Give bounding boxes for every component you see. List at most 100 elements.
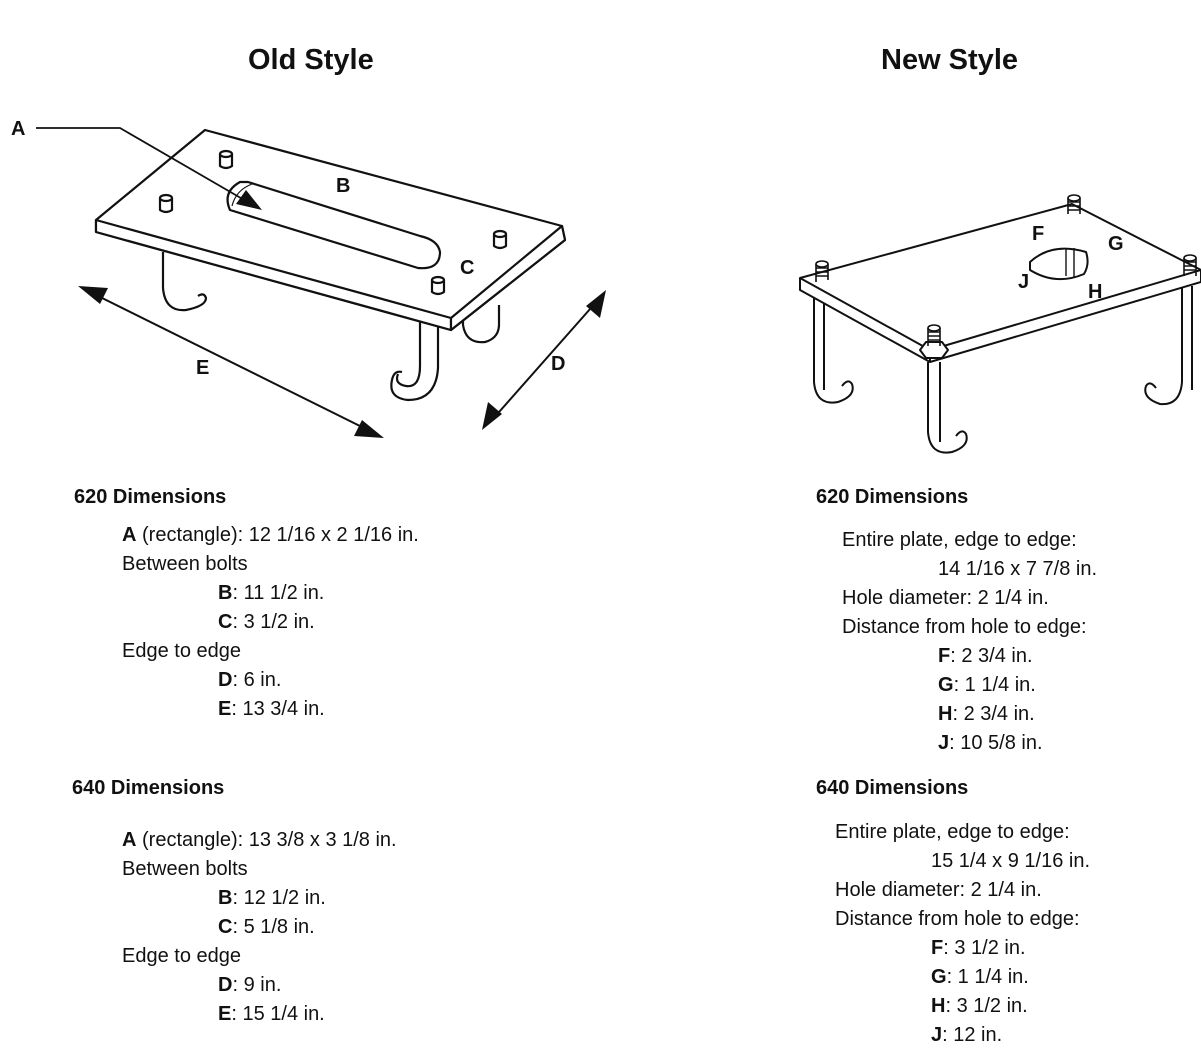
new-style-diagram: F G J H <box>799 194 1201 454</box>
new-620-list: Entire plate, edge to edge: 14 1/16 x 7 … <box>842 526 1097 758</box>
old-label-c: C <box>460 257 474 279</box>
new-620-j-row: J: 10 5/8 in. <box>842 729 1097 758</box>
new-620-distance: Distance from hole to edge: <box>842 616 1087 638</box>
new-620-entire-plate: Entire plate, edge to edge: <box>842 529 1077 551</box>
new-640-hole-diameter: Hole diameter: 2 1/4 in. <box>835 879 1042 901</box>
old-620-list: A (rectangle): 12 1/16 x 2 1/16 in. Betw… <box>122 521 419 724</box>
new-label-g: G <box>1108 233 1124 255</box>
old-620-a-value: (rectangle): 12 1/16 x 2 1/16 in. <box>136 524 419 546</box>
new-640-g-key: G <box>931 966 947 988</box>
old-640-between-bolts: Between bolts <box>122 858 248 880</box>
old-620-b-key: B <box>218 582 233 604</box>
old-640-e-row: E: 15 1/4 in. <box>122 1000 397 1029</box>
old-620-d-value: : 6 in. <box>232 669 282 691</box>
new-620-h-key: H <box>938 703 953 725</box>
new-plate-top <box>799 203 1201 363</box>
new-hole <box>1029 247 1089 281</box>
old-style-title: Old Style <box>248 44 374 76</box>
new-label-f: F <box>1032 223 1044 245</box>
old-620-c-value: : 3 1/2 in. <box>232 611 315 633</box>
new-640-f-row: F: 3 1/2 in. <box>835 934 1090 963</box>
old-slot <box>226 180 442 270</box>
old-left-back-hook <box>161 252 208 312</box>
new-620-f-key: F <box>938 645 951 667</box>
new-620-j-key: J <box>938 732 950 754</box>
new-620-g-row: G: 1 1/4 in. <box>842 671 1097 700</box>
new-640-list: Entire plate, edge to edge: 15 1/4 x 9 1… <box>835 818 1090 1050</box>
old-640-a-row: A (rectangle): 13 3/8 x 3 1/8 in. <box>122 826 397 855</box>
old-620-d-key: D <box>218 669 233 691</box>
old-620-e-value: : 13 3/4 in. <box>231 698 325 720</box>
old-640-heading: 640 Dimensions <box>72 777 225 799</box>
new-640-h-value: : 3 1/2 in. <box>945 995 1028 1017</box>
new-620-f-value: : 2 3/4 in. <box>950 645 1033 667</box>
new-620-h-row: H: 2 3/4 in. <box>842 700 1097 729</box>
old-640-d-row: D: 9 in. <box>122 971 397 1000</box>
new-front-leg <box>927 362 968 454</box>
new-620-g-value: : 1 1/4 in. <box>953 674 1036 696</box>
old-right-back-hook <box>461 305 501 344</box>
old-640-c-row: C: 5 1/8 in. <box>122 913 397 942</box>
old-620-a-row: A (rectangle): 12 1/16 x 2 1/16 in. <box>122 521 419 550</box>
old-a-leader <box>36 127 259 209</box>
old-label-b: B <box>336 175 350 197</box>
old-620-between-bolts: Between bolts <box>122 553 248 575</box>
new-threaded-bolts <box>815 194 1197 346</box>
new-640-j-row: J: 12 in. <box>835 1021 1090 1050</box>
old-620-b-value: : 11 1/2 in. <box>232 582 325 604</box>
old-620-e-row: E: 13 3/4 in. <box>122 695 419 724</box>
new-label-j: J <box>1018 271 1029 293</box>
new-640-g-value: : 1 1/4 in. <box>946 966 1029 988</box>
old-bolt-stubs <box>158 149 508 296</box>
new-640-plate-size: 15 1/4 x 9 1/16 in. <box>931 850 1091 872</box>
new-right-leg <box>1144 286 1193 406</box>
old-front-hook <box>390 322 440 402</box>
new-640-j-key: J <box>931 1024 943 1046</box>
old-640-list: A (rectangle): 13 3/8 x 3 1/8 in. Betwee… <box>122 826 397 1029</box>
old-style-diagram: A B C D E <box>11 118 606 438</box>
new-front-nut <box>919 341 949 359</box>
old-640-b-key: B <box>218 887 233 909</box>
old-label-d: D <box>551 353 565 375</box>
new-620-h-value: : 2 3/4 in. <box>952 703 1035 725</box>
old-d-arrowhead-bottom <box>482 402 502 430</box>
old-640-b-row: B: 12 1/2 in. <box>122 884 397 913</box>
new-620-j-value: : 10 5/8 in. <box>949 732 1043 754</box>
new-640-entire-plate: Entire plate, edge to edge: <box>835 821 1070 843</box>
old-640-b-value: : 12 1/2 in. <box>232 887 326 909</box>
old-e-arrow-line <box>89 291 373 433</box>
new-label-h: H <box>1088 281 1102 303</box>
old-620-c-row: C: 3 1/2 in. <box>122 608 419 637</box>
old-640-c-key: C <box>218 916 233 938</box>
old-620-c-key: C <box>218 611 233 633</box>
old-620-a-key: A <box>122 524 137 546</box>
new-style-title: New Style <box>881 44 1018 76</box>
old-640-e-key: E <box>218 1003 232 1025</box>
new-620-f-row: F: 2 3/4 in. <box>842 642 1097 671</box>
new-620-hole-diameter: Hole diameter: 2 1/4 in. <box>842 587 1049 609</box>
old-620-d-row: D: 6 in. <box>122 666 419 695</box>
old-640-edge-to-edge: Edge to edge <box>122 945 241 967</box>
old-d-arrow-line <box>491 299 599 421</box>
old-640-d-key: D <box>218 974 233 996</box>
old-e-arrowhead-right <box>354 420 384 438</box>
new-620-g-key: G <box>938 674 954 696</box>
new-640-f-key: F <box>931 937 944 959</box>
old-620-edge-to-edge: Edge to edge <box>122 640 241 662</box>
new-640-heading: 640 Dimensions <box>816 777 969 799</box>
new-620-plate-size: 14 1/16 x 7 7/8 in. <box>938 558 1098 580</box>
old-640-a-key: A <box>122 829 137 851</box>
old-620-b-row: B: 11 1/2 in. <box>122 579 419 608</box>
old-e-arrowhead-left <box>78 286 108 304</box>
old-620-heading: 620 Dimensions <box>74 486 227 508</box>
new-640-distance: Distance from hole to edge: <box>835 908 1080 930</box>
old-label-e: E <box>196 357 209 379</box>
old-640-d-value: : 9 in. <box>232 974 282 996</box>
old-label-a: A <box>11 118 25 140</box>
old-640-a-value: (rectangle): 13 3/8 x 3 1/8 in. <box>136 829 397 851</box>
new-640-h-key: H <box>931 995 946 1017</box>
old-d-arrowhead-top <box>586 290 606 318</box>
new-640-g-row: G: 1 1/4 in. <box>835 963 1090 992</box>
old-640-c-value: : 5 1/8 in. <box>232 916 315 938</box>
new-640-j-value: : 12 in. <box>942 1024 1003 1046</box>
